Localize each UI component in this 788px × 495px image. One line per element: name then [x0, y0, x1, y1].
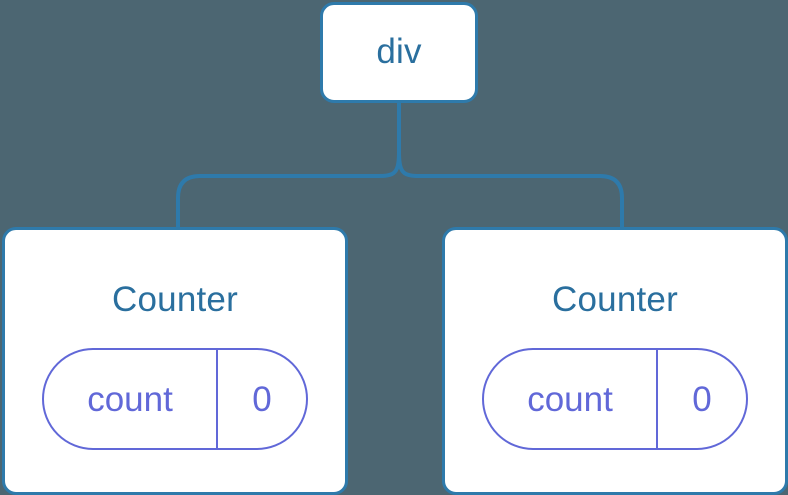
state-key-left: count — [44, 350, 218, 448]
node-counter-left[interactable]: Counter count 0 — [2, 227, 348, 495]
state-value-left: 0 — [252, 379, 272, 419]
node-counter-left-label: Counter — [112, 280, 238, 319]
connector-root-to-left-child — [176, 150, 401, 231]
node-div-label: div — [376, 32, 422, 71]
node-counter-right[interactable]: Counter count 0 — [442, 227, 788, 495]
node-div[interactable]: div — [320, 2, 478, 103]
state-value-right: 0 — [692, 379, 712, 419]
connector-root-to-right-child — [397, 150, 624, 231]
state-key-right: count — [484, 350, 658, 448]
node-counter-right-label: Counter — [552, 280, 678, 319]
state-pill-right[interactable]: count 0 — [482, 348, 748, 450]
state-pill-left[interactable]: count 0 — [42, 348, 308, 450]
